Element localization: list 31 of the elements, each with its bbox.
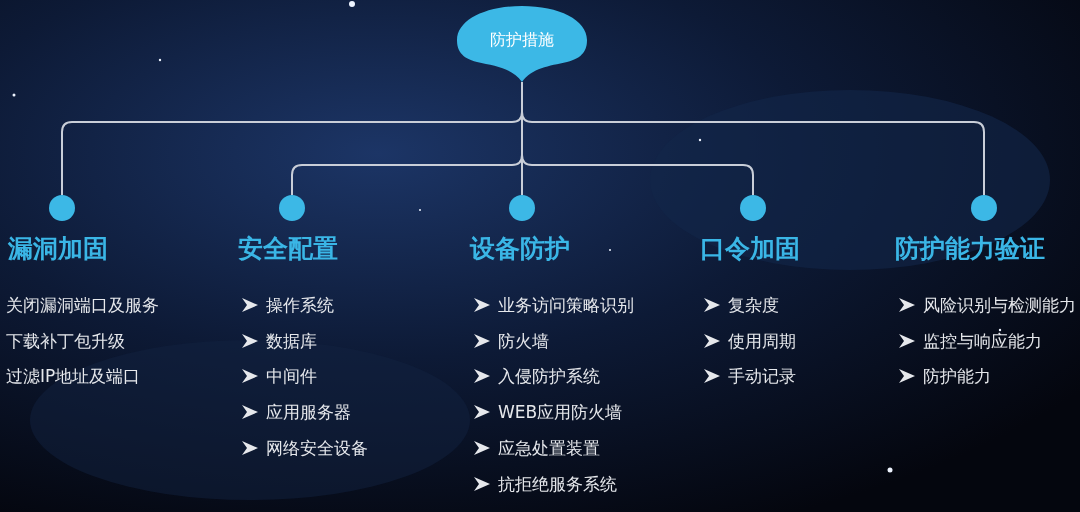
list-item: 抗拒绝服务系统 [498,472,617,496]
list-item: 应用服务器 [266,401,351,425]
list-item: 复杂度 [728,294,779,317]
dot [509,195,535,221]
list-item: 应急处置装置 [498,436,600,460]
list-item: 业务访问策略识别 [498,294,634,317]
dot [740,195,766,221]
list-item: 下载补丁包升级 [6,329,125,353]
list-item: 关闭漏洞端口及服务 [6,294,159,317]
dot [971,195,997,221]
list-item: 风险识别与检测能力 [923,294,1076,317]
column-heading: 防护能力验证 [895,234,1045,264]
teardrop-box: 防护措施 [457,6,587,82]
list-item: 手动记录 [728,365,796,389]
list-item: 入侵防护系统 [498,365,600,389]
list-item: 过滤IP地址及端口 [6,365,141,389]
dot [279,195,305,221]
list-item: 中间件 [266,365,317,389]
list-item: 防火墙 [498,329,549,353]
column-heading: 安全配置 [238,234,338,264]
list-item: WEB应用防火墙 [498,401,623,425]
list-item: 监控与响应能力 [923,329,1042,353]
column-heading: 口令加固 [700,234,800,264]
list-item: 网络安全设备 [266,436,368,460]
list-item: 操作系统 [266,294,334,317]
list-item: 防护能力 [923,365,991,389]
column-heading: 设备防护 [470,234,570,264]
list-item: 数据库 [266,329,317,353]
dot [49,195,75,221]
list-item: 使用周期 [728,329,796,353]
column-heading: 漏洞加固 [8,234,108,264]
